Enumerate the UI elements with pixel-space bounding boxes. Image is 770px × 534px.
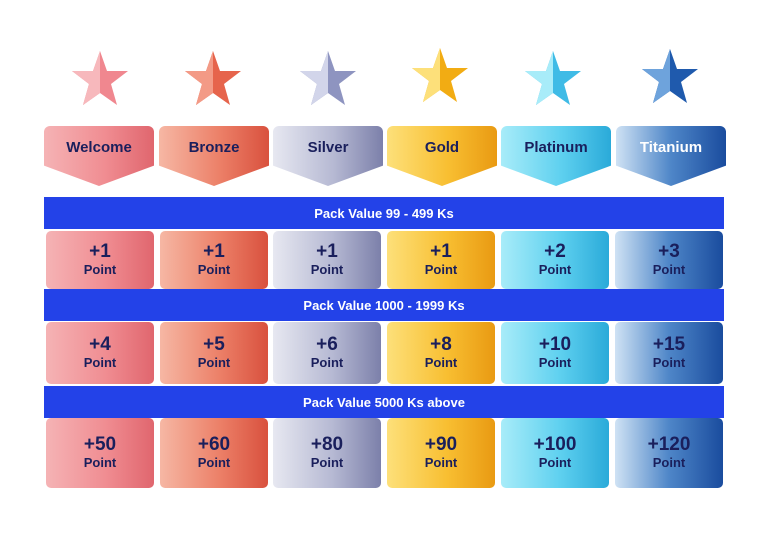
tier-header-bronze: Bronze (159, 126, 269, 186)
tier-name-bronze: Bronze (188, 139, 240, 156)
tier-header-titanium: Titanium (616, 126, 726, 186)
reward-value: +8 (430, 334, 452, 355)
reward-unit: Point (83, 262, 117, 277)
band-label-3: Pack Value 5000 Ks above (303, 394, 465, 410)
reward-value: +3 (658, 241, 680, 262)
tier-name-gold: Gold (424, 139, 460, 156)
reward-unit: Point (538, 355, 572, 370)
reward-value: +120 (647, 434, 691, 455)
reward-value: +80 (310, 434, 344, 455)
tier-header-welcome: Welcome (44, 126, 154, 186)
tier-header-platinum: Platinum (501, 126, 611, 186)
band-label-1: Pack Value 99 - 499 Ks (314, 205, 454, 221)
tier-name-platinum: Platinum (524, 139, 588, 156)
tier-name-titanium: Titanium (639, 139, 703, 156)
reward-value: +1 (316, 241, 338, 262)
tier-header-gold: Gold (387, 126, 497, 186)
reward-value: +4 (89, 334, 111, 355)
reward-value: +15 (652, 334, 686, 355)
star-icon-titanium (640, 47, 700, 107)
reward-unit: Point (83, 355, 117, 370)
tier-name-silver: Silver (307, 139, 349, 156)
star-icon-platinum (523, 49, 583, 109)
star-icon-welcome (70, 49, 130, 109)
reward-unit: Point (310, 355, 344, 370)
reward-unit: Point (83, 455, 117, 470)
star-icon-silver (298, 49, 358, 109)
reward-unit: Point (197, 455, 231, 470)
reward-unit: Point (538, 455, 572, 470)
reward-unit: Point (652, 262, 686, 277)
reward-unit: Point (652, 455, 686, 470)
reward-value: +50 (83, 434, 117, 455)
pack-value-band-2: Pack Value 1000 - 1999 Ks (44, 289, 724, 321)
tier-header-silver: Silver (273, 126, 383, 186)
reward-value: +90 (424, 434, 458, 455)
reward-unit: Point (652, 355, 686, 370)
reward-unit: Point (197, 262, 231, 277)
reward-value: +1 (89, 241, 111, 262)
reward-unit: Point (424, 355, 458, 370)
reward-unit: Point (310, 455, 344, 470)
star-icon-bronze (183, 49, 243, 109)
band-label-2: Pack Value 1000 - 1999 Ks (303, 297, 465, 313)
pack-value-band-1: Pack Value 99 - 499 Ks (44, 197, 724, 229)
reward-value: +5 (203, 334, 225, 355)
tier-name-welcome: Welcome (66, 139, 132, 156)
reward-unit: Point (424, 262, 458, 277)
reward-unit: Point (538, 262, 572, 277)
reward-value: +1 (203, 241, 225, 262)
reward-unit: Point (310, 262, 344, 277)
reward-unit: Point (197, 355, 231, 370)
reward-value: +60 (197, 434, 231, 455)
pack-value-band-3: Pack Value 5000 Ks above (44, 386, 724, 418)
reward-value: +2 (544, 241, 566, 262)
reward-value: +10 (538, 334, 572, 355)
reward-value: +6 (316, 334, 338, 355)
reward-unit: Point (424, 455, 458, 470)
star-icon-gold (410, 46, 470, 106)
reward-value: +1 (430, 241, 452, 262)
reward-value: +100 (533, 434, 577, 455)
